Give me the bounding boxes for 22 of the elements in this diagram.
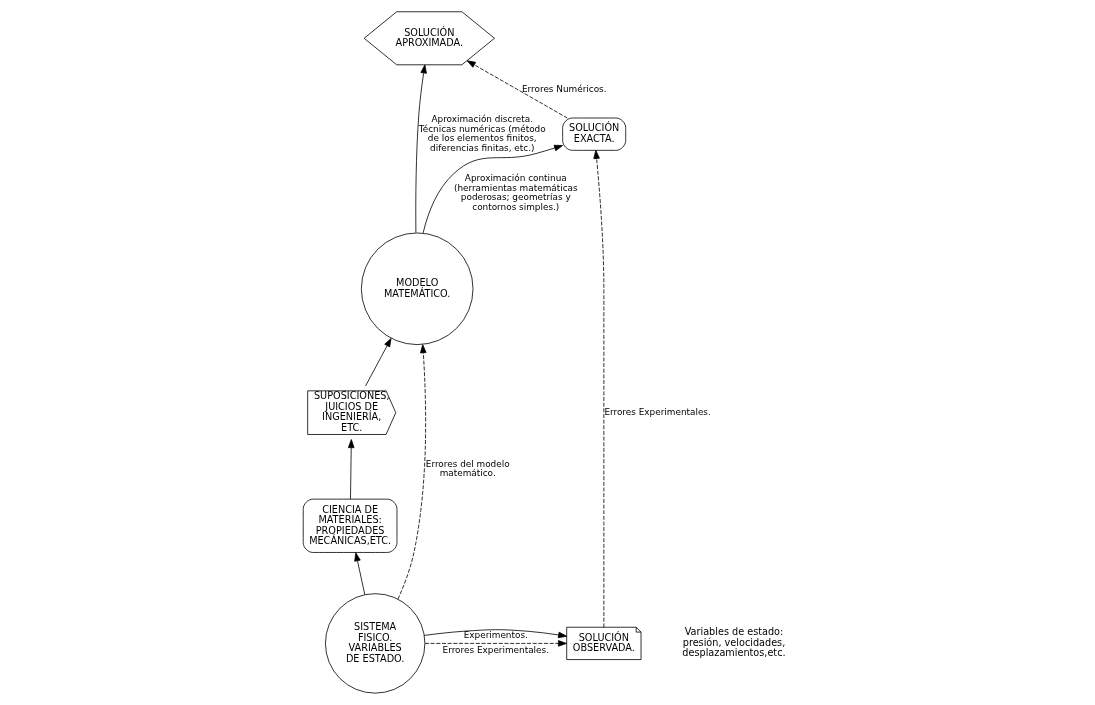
edge-label: Aproximación continua (herramientas matemáticas poderosas; geometrías y contornos simples.) [453,172,578,212]
arrow [354,552,366,596]
node-circle: SISTEMA FISICO. VARIABLES DE ESTADO. [325,593,426,694]
edge-label: Errores del modelo matemático. [425,458,510,479]
node-circle: MODELO MATEMÁTICO. [360,232,474,345]
arrow [593,149,605,628]
label: Variables de estado: presión, velocidades, desplazamientos,etc. [682,626,786,659]
edge-label: Experimentos. [463,630,528,641]
arrow [422,144,563,234]
arrow [365,338,392,387]
node-box: CIENCIA DE MATERIALES: PROPIEDADES MECÁNICAS,ETC. [302,498,398,553]
edge-label: Errores Experimentales. [604,406,711,417]
arrow [415,64,427,233]
arrow [397,344,427,600]
arrow [466,60,568,119]
edge-label: Errores Experimentales. [442,644,549,655]
edge-label: Errores Numéricos. [521,83,607,94]
arrow [348,439,355,500]
edge-label: Aproximación discreta. Técnicas numéricas (método de los elementos finitos, diferencias finitas, etc.) [418,113,546,153]
arrow [424,640,567,647]
arrow [423,629,568,639]
node-box: SOLUCIÓN EXACTA. [562,117,627,151]
